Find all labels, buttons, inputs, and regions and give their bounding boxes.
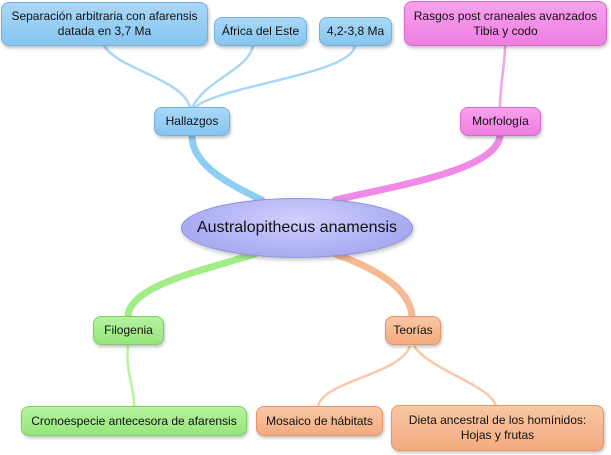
subtopic-fecha[interactable]: 4,2-3,8 Ma — [319, 17, 392, 46]
connector-morfologia-rasgos — [498, 45, 507, 109]
connector-central-hallazgos — [188, 132, 266, 204]
topic-teorias[interactable]: Teorías — [385, 316, 441, 345]
subtopic-cronoespecie[interactable]: Cronoespecie antecesora de afarensis — [21, 406, 247, 436]
connector-central-teorias — [331, 250, 416, 320]
topic-morfologia[interactable]: Morfología — [460, 107, 541, 136]
connector-teorias-mosaico — [316, 345, 412, 407]
central-topic[interactable]: Australopithecus anamensis — [181, 198, 413, 258]
connector-central-morfologia — [331, 132, 504, 204]
subtopic-separacion[interactable]: Separación arbitraria con afarensis data… — [1, 2, 208, 46]
subtopic-dieta-ancestral[interactable]: Dieta ancestral de los homínidos: Hojas … — [391, 405, 604, 451]
connector-filogenia-cronoespecie — [126, 345, 136, 407]
connector-hallazgos-fecha — [193, 45, 357, 109]
subtopic-mosaico-habitats[interactable]: Mosaico de hábitats — [256, 406, 383, 436]
subtopic-africa-del-este[interactable]: África del Este — [214, 17, 307, 46]
connector-hallazgos-separacion — [102, 45, 192, 109]
subtopic-rasgos-post-craneales[interactable]: Rasgos post craneales avanzados Tibia y … — [404, 1, 607, 46]
topic-hallazgos[interactable]: Hallazgos — [154, 107, 230, 136]
connector-hallazgos-africa — [190, 45, 255, 109]
connector-teorias-dieta — [412, 345, 498, 407]
topic-filogenia[interactable]: Filogenia — [93, 316, 164, 345]
connector-central-filogenia — [124, 250, 259, 320]
